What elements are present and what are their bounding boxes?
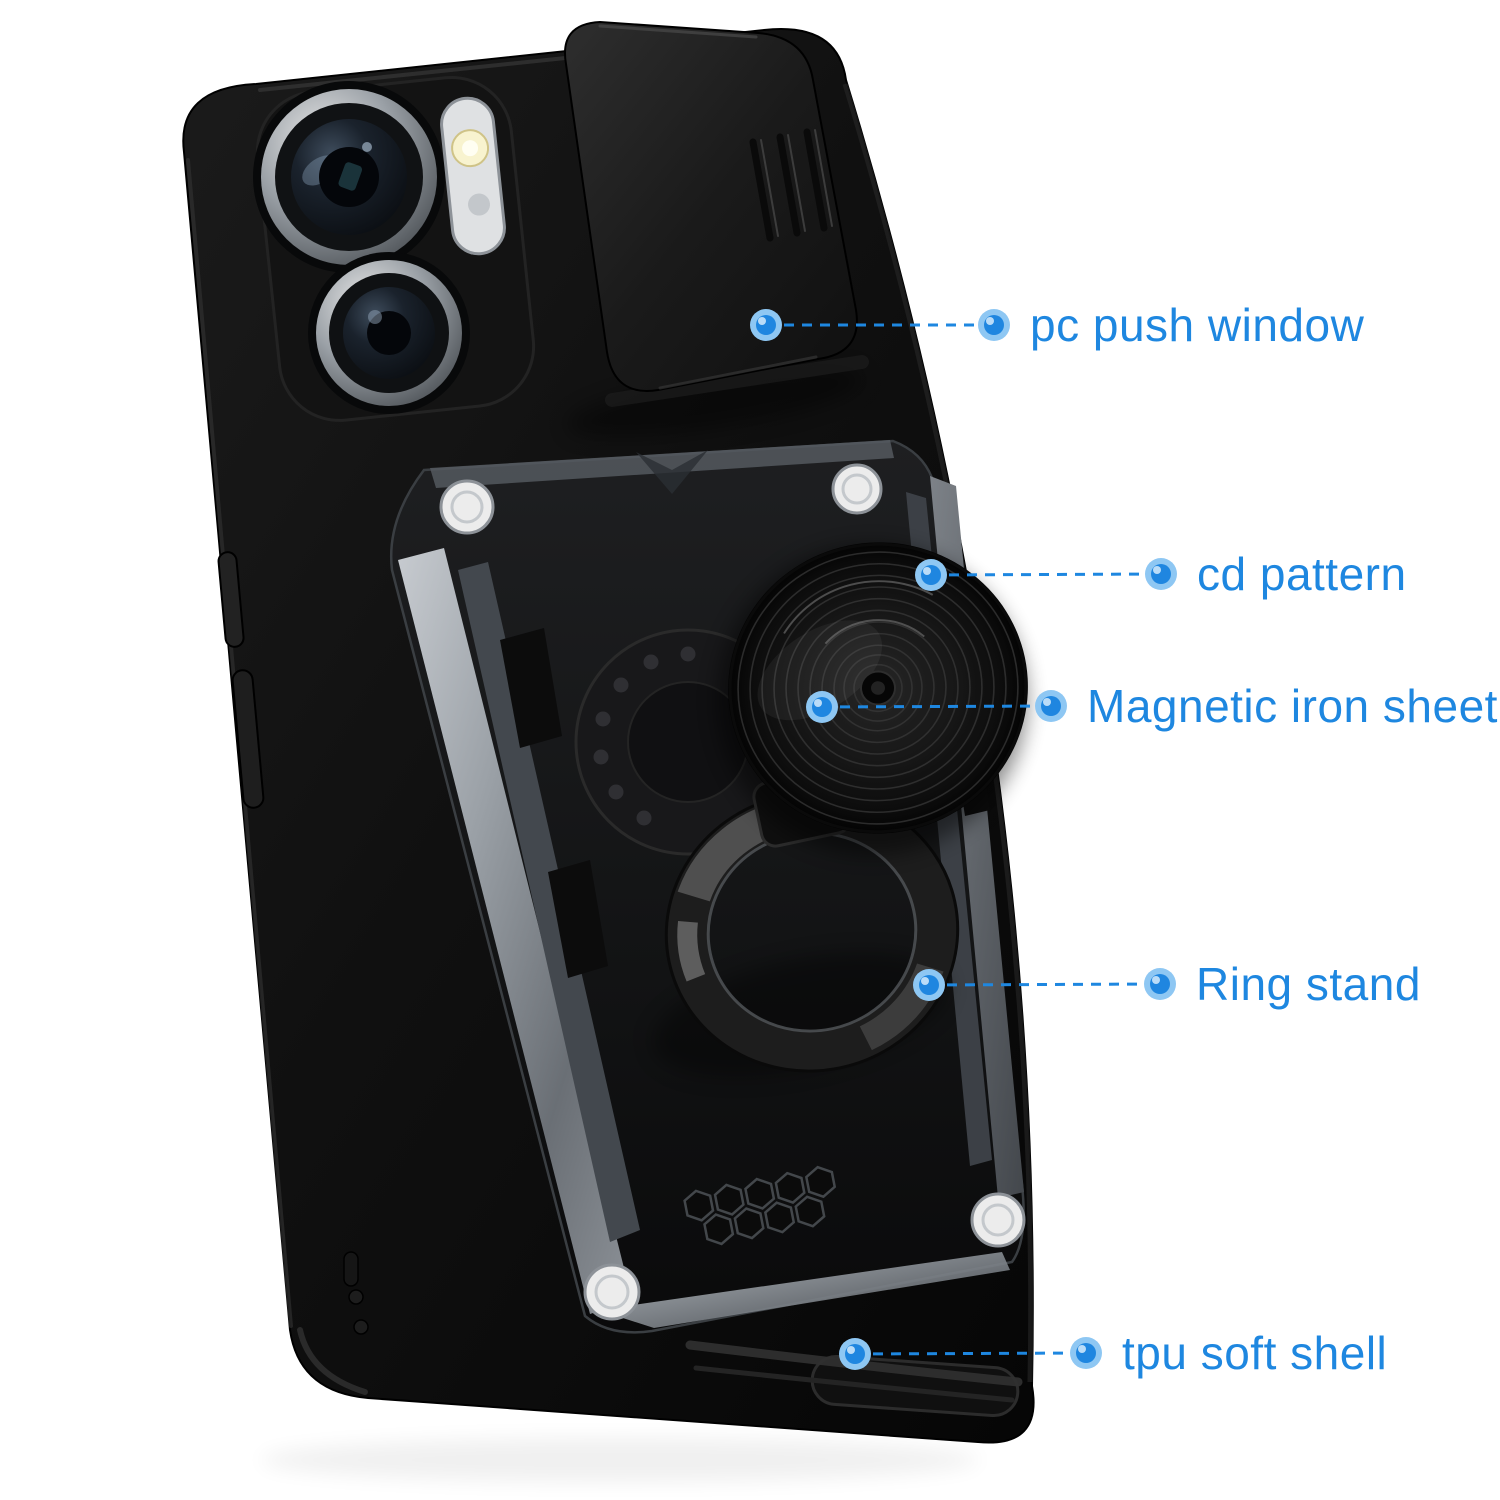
- flash-led: [440, 96, 506, 256]
- cover-rail: [605, 355, 869, 407]
- label-marker-dot: [1145, 558, 1177, 590]
- plate-trim-bottom: [598, 1252, 1010, 1328]
- callout-magnetic-iron-sheet: Magnetic iron sheet: [806, 680, 1498, 732]
- part-marker-dot: [839, 1338, 871, 1370]
- camera-island: [253, 75, 536, 422]
- callout-label: pc push window: [1030, 299, 1365, 351]
- camera-slide-cover: [564, 20, 858, 392]
- callout-pc-push-window: pc push window: [750, 299, 1365, 351]
- leader-line: [930, 572, 1162, 577]
- corner-screw: [970, 1192, 1026, 1248]
- plate-trim-left: [398, 548, 632, 1314]
- plate-cutout: [500, 628, 562, 748]
- callout-tpu-soft-shell: tpu soft shell: [839, 1327, 1387, 1379]
- label-marker-dot: [1035, 690, 1067, 722]
- part-marker-dot: [806, 691, 838, 723]
- mic-speaker-holes: [343, 1251, 369, 1335]
- label-marker-dot: [978, 309, 1010, 341]
- camera-lens-secondary: [308, 252, 470, 414]
- camera-lens-main: [253, 81, 445, 273]
- plate-cutout: [548, 860, 608, 978]
- callout-cd-pattern: cd pattern: [915, 548, 1407, 600]
- label-marker-dot: [1144, 968, 1176, 1000]
- callout-label: Ring stand: [1196, 958, 1421, 1010]
- plate-trim-left-inner: [458, 562, 640, 1242]
- corner-screw: [583, 1263, 641, 1321]
- leader-line: [928, 982, 1161, 987]
- corner-screw: [831, 463, 883, 515]
- part-marker-dot: [915, 559, 947, 591]
- callout-label: Magnetic iron sheet: [1087, 680, 1498, 732]
- corner-screw: [439, 479, 495, 535]
- callout-label: tpu soft shell: [1122, 1327, 1387, 1379]
- callout-label: cd pattern: [1197, 548, 1407, 600]
- leader-line: [821, 704, 1052, 709]
- cover-shadow: [566, 367, 864, 437]
- leader-line: [854, 1351, 1087, 1356]
- ground-shadow: [260, 1438, 980, 1482]
- tpu-soft-shell-edge: [297, 1327, 1023, 1418]
- label-marker-dot: [1070, 1337, 1102, 1369]
- power-button: [231, 669, 265, 809]
- plate-trim-top: [430, 440, 894, 488]
- volume-button: [217, 551, 245, 648]
- callout-ring-stand: Ring stand: [913, 958, 1421, 1010]
- cover-grip-ridges: [749, 128, 833, 242]
- plate-top-notch: [636, 450, 708, 494]
- callouts: pc push window cd pattern Magnetic iron …: [750, 299, 1498, 1379]
- part-marker-dot: [750, 309, 782, 341]
- part-marker-dot: [913, 969, 945, 1001]
